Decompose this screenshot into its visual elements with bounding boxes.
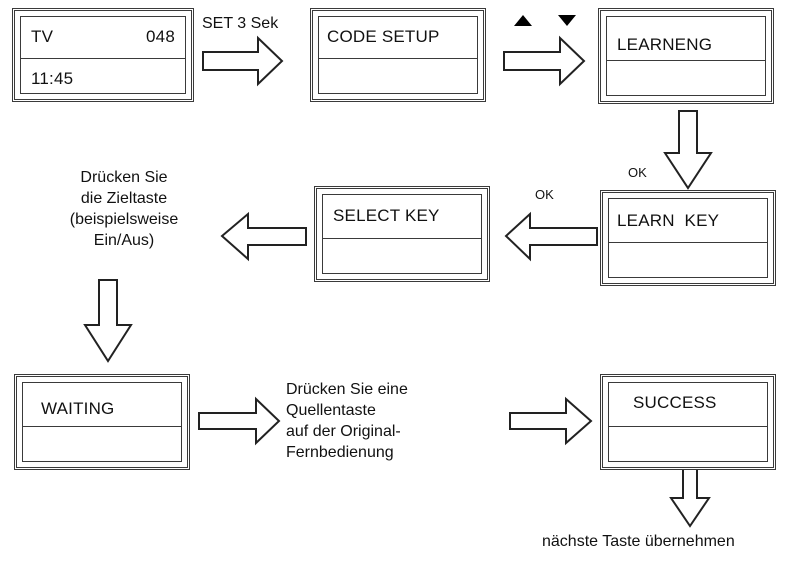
press-target-key-line-4: Ein/Aus) [93,232,155,249]
up-triangle-icon [514,15,532,26]
learn-key-text: LEARN KEY [617,211,720,230]
code-setup-text: CODE SETUP [327,27,440,46]
lcd-select-key: SELECT KEY [314,186,490,282]
lcd-code-setup: CODE SETUP [310,8,486,102]
arrow-left-1 [504,211,598,262]
arrow-right-3 [198,396,281,446]
arrow-right-1 [202,35,284,87]
learneng-text: LEARNENG [617,35,713,54]
down-triangle-icon [558,15,576,26]
waiting-text: WAITING [41,399,115,418]
press-source-key-line-2: Quellentaste [286,402,376,419]
press-source-key-line-4: Fernbedienung [286,444,394,461]
tv-channel-text: 048 [146,27,175,46]
ok-label-2: OK [535,187,554,202]
lcd-learn-key: LEARN KEY [600,190,776,286]
arrow-down-1 [663,110,713,190]
arrow-left-2 [220,211,307,262]
lcd-learneng: LEARNENG [598,8,774,104]
press-source-key-line-1: Drücken Sie eine [286,381,408,398]
arrow-down-3 [669,466,711,528]
lcd-success: SUCCESS [600,374,776,470]
press-target-key-line-3: (beispielsweise [69,211,179,228]
ok-label-1: OK [628,165,647,180]
success-text: SUCCESS [633,393,717,412]
press-source-key-label: Drücken Sie eine Quellentaste auf der Or… [286,379,408,463]
tv-time-text: 11:45 [31,69,74,88]
press-target-key-line-2: die Zieltaste [80,190,168,207]
arrow-right-4 [509,396,593,446]
press-source-key-line-3: auf der Original- [286,423,401,440]
select-key-text: SELECT KEY [333,206,440,225]
set-3-sek-label: SET 3 Sek [202,15,279,32]
tv-mode-text: TV [31,27,54,46]
arrow-down-2 [83,279,133,363]
arrow-right-2 [503,35,586,87]
press-target-key-label: Drücken Sie die Zieltaste (beispielsweis… [34,167,214,251]
press-target-key-line-1: Drücken Sie [80,169,168,186]
lcd-waiting: WAITING [14,374,190,470]
next-key-label: nächste Taste übernehmen [542,533,735,550]
lcd-tv: TV 048 11:45 [12,8,194,102]
